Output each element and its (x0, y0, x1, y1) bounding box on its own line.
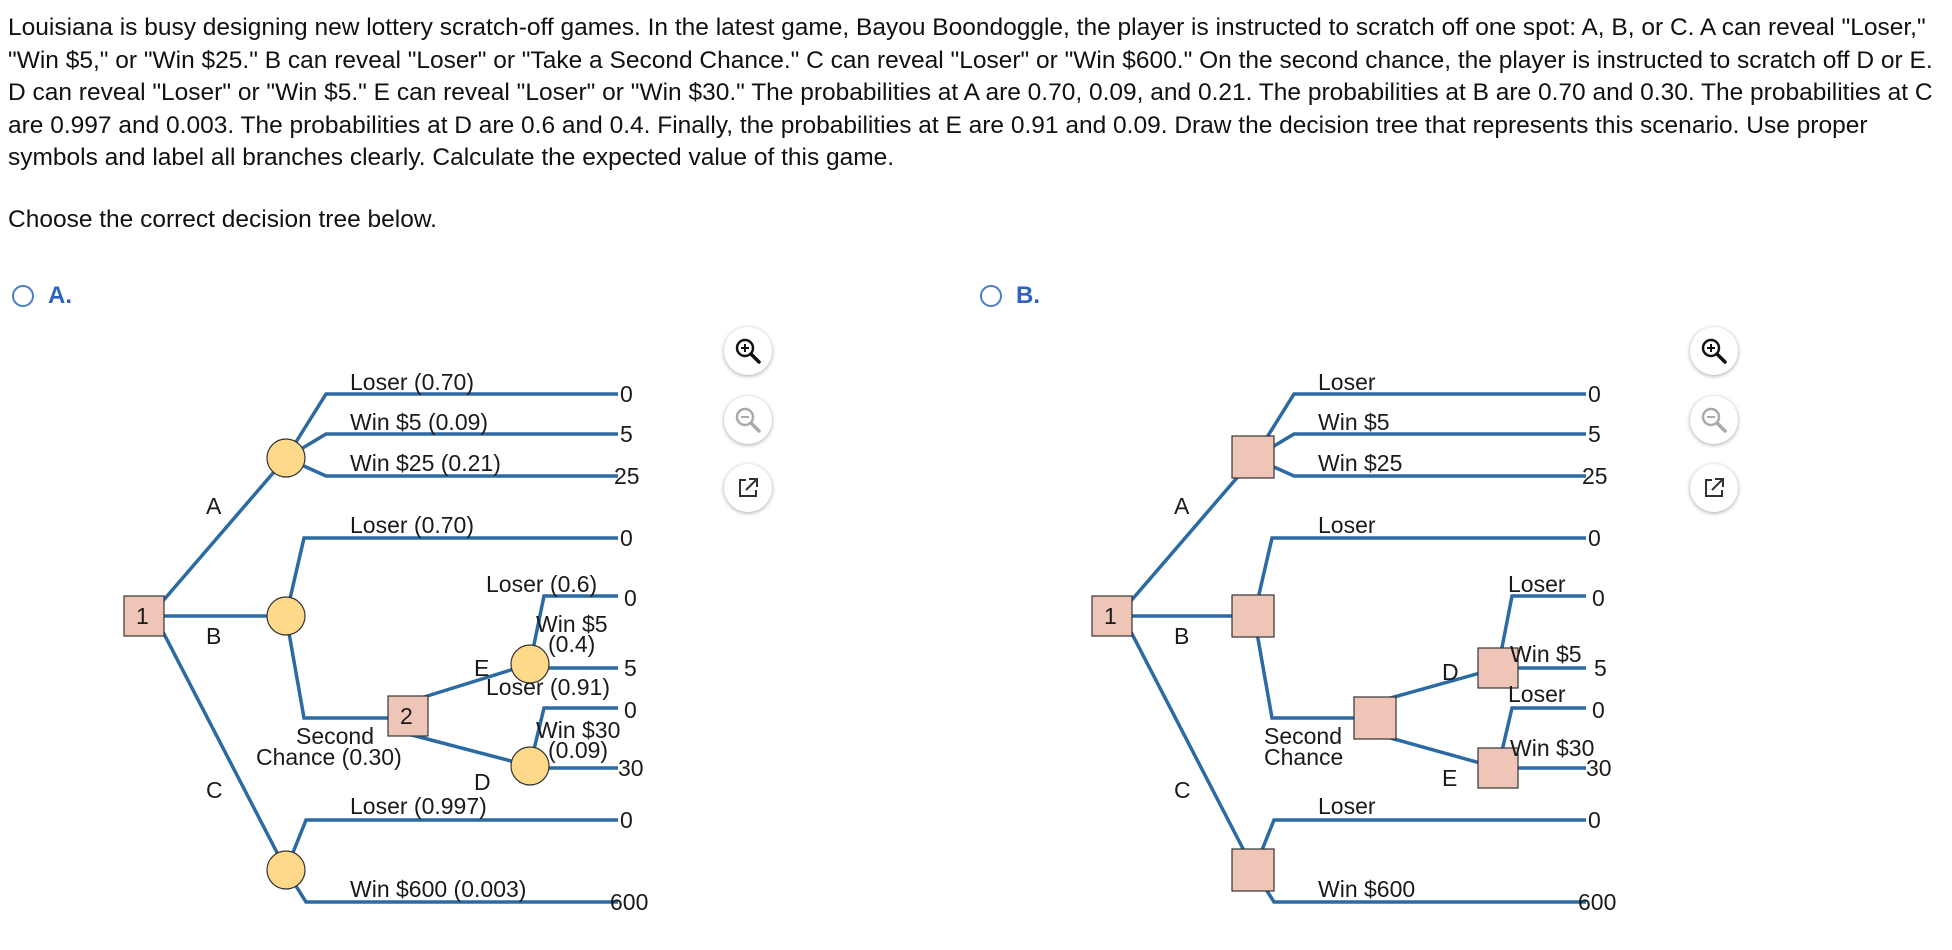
branch-e-label: E (474, 655, 489, 681)
outcome-e-loser: Loser (1508, 681, 1566, 707)
open-new-window-button-a[interactable] (724, 464, 772, 512)
option-b-decision-tree: 1 A B C D E Loser Win $5 Win $25 Loser S… (1091, 369, 1616, 915)
decision-node-b (1231, 594, 1275, 638)
outcome-second-chance-1: Second (296, 723, 374, 749)
payoff-value: 0 (620, 807, 633, 833)
outcome-a-win25: Win $25 (1318, 450, 1402, 476)
payoff-value: 0 (1592, 697, 1605, 723)
payoff-value: 5 (1594, 655, 1607, 681)
decision-node-c (1231, 848, 1275, 892)
outcome-d-win-1: Win $30 (536, 717, 620, 743)
outcome-e-win: Win $30 (1510, 735, 1594, 761)
branch-c-label: C (206, 777, 223, 803)
radio-circle-icon[interactable] (980, 285, 1002, 307)
zoom-in-icon (735, 338, 761, 364)
zoom-in-button-a[interactable] (724, 327, 772, 375)
outcome-a-loser: Loser (0.70) (350, 369, 474, 395)
option-a-label: A. (48, 282, 72, 309)
decision-node-1 (1091, 595, 1133, 637)
payoff-value: 25 (614, 463, 640, 489)
open-new-window-button-b[interactable] (1690, 464, 1738, 512)
outcome-a-win25: Win $25 (0.21) (350, 450, 501, 476)
outcome-a-win5: Win $5 (0.09) (350, 409, 488, 435)
question-text: Louisiana is busy designing new lottery … (8, 14, 1933, 171)
payoff-value: 0 (1588, 525, 1601, 551)
branch-b-label: B (206, 623, 221, 649)
outcome-second-chance-1: Second (1264, 723, 1342, 749)
payoff-value: 0 (620, 381, 633, 407)
payoff-value: 600 (1578, 889, 1616, 915)
node-1-label: 1 (1104, 603, 1117, 629)
outcome-d-loser: Loser (0.91) (486, 674, 610, 700)
branch-c-label: C (1174, 777, 1191, 803)
outcome-e-loser: Loser (0.6) (486, 571, 597, 597)
chance-node-a (266, 438, 306, 478)
chance-node-e (510, 644, 550, 684)
payoff-value: 600 (610, 889, 648, 915)
outcome-a-loser: Loser (1318, 369, 1376, 395)
outcome-d-win: Win $5 (1510, 641, 1582, 667)
outcome-a-win5: Win $5 (1318, 409, 1390, 435)
payoff-value: 5 (624, 655, 637, 681)
node-2-label: 2 (400, 703, 413, 729)
outcome-second-chance-2: Chance (1264, 744, 1343, 770)
payoff-value: 0 (1588, 807, 1601, 833)
branch-a-label: A (206, 493, 222, 519)
zoom-out-icon (1701, 407, 1727, 433)
zoom-out-button-b[interactable] (1690, 396, 1738, 444)
decision-node-second-chance (1353, 696, 1397, 740)
option-a-decision-tree: 1 2 A B C E D Loser (0.70) Win $5 (0.09)… (123, 369, 648, 915)
outcome-c-loser: Loser (1318, 793, 1376, 819)
zoom-out-button-a[interactable] (724, 396, 772, 444)
payoff-value: 25 (1582, 463, 1608, 489)
radio-circle-icon[interactable] (12, 285, 34, 307)
branch-b-label: B (1174, 623, 1189, 649)
outcome-b-loser: Loser (1318, 512, 1376, 538)
payoff-value: 0 (624, 697, 637, 723)
payoff-value: 5 (1588, 421, 1601, 447)
zoom-in-button-b[interactable] (1690, 327, 1738, 375)
option-a-radio[interactable]: A. (12, 282, 72, 310)
payoff-value: 0 (1592, 585, 1605, 611)
decision-node-a (1231, 435, 1275, 479)
outcome-c-loser: Loser (0.997) (350, 793, 487, 819)
payoff-value: 5 (620, 421, 633, 447)
outcome-c-win: Win $600 (1318, 876, 1415, 902)
branch-a-label: A (1174, 493, 1190, 519)
payoff-value: 30 (1586, 755, 1612, 781)
outcome-b-loser: Loser (0.70) (350, 512, 474, 538)
branch-d-label: D (474, 769, 491, 795)
outcome-d-loser: Loser (1508, 571, 1566, 597)
outcome-second-chance-2: Chance (0.30) (256, 744, 402, 770)
external-link-icon (739, 478, 758, 497)
decision-node-2 (387, 695, 429, 737)
chance-node-d (510, 746, 550, 786)
chance-node-b (266, 596, 306, 636)
zoom-in-icon (1701, 338, 1727, 364)
external-link-icon (1705, 478, 1724, 497)
question-prompt: Choose the correct decision tree below. (8, 206, 437, 233)
option-b-radio[interactable]: B. (980, 282, 1040, 310)
payoff-value: 0 (624, 585, 637, 611)
payoff-value: 30 (618, 755, 644, 781)
payoff-value: 0 (1588, 381, 1601, 407)
outcome-c-win: Win $600 (0.003) (350, 876, 526, 902)
decision-node-1 (123, 595, 165, 637)
outcome-e-win-1: Win $5 (536, 611, 608, 637)
outcome-e-win-2: (0.4) (548, 631, 595, 657)
payoff-value: 0 (620, 525, 633, 551)
branch-e-label: E (1442, 765, 1457, 791)
zoom-out-icon (735, 407, 761, 433)
decision-node-e (1477, 747, 1519, 789)
chance-node-c (266, 850, 306, 890)
decision-node-d (1477, 647, 1519, 689)
node-1-label: 1 (136, 603, 149, 629)
outcome-d-win-2: (0.09) (548, 737, 608, 763)
branch-d-label: D (1442, 659, 1459, 685)
option-b-label: B. (1016, 282, 1040, 309)
